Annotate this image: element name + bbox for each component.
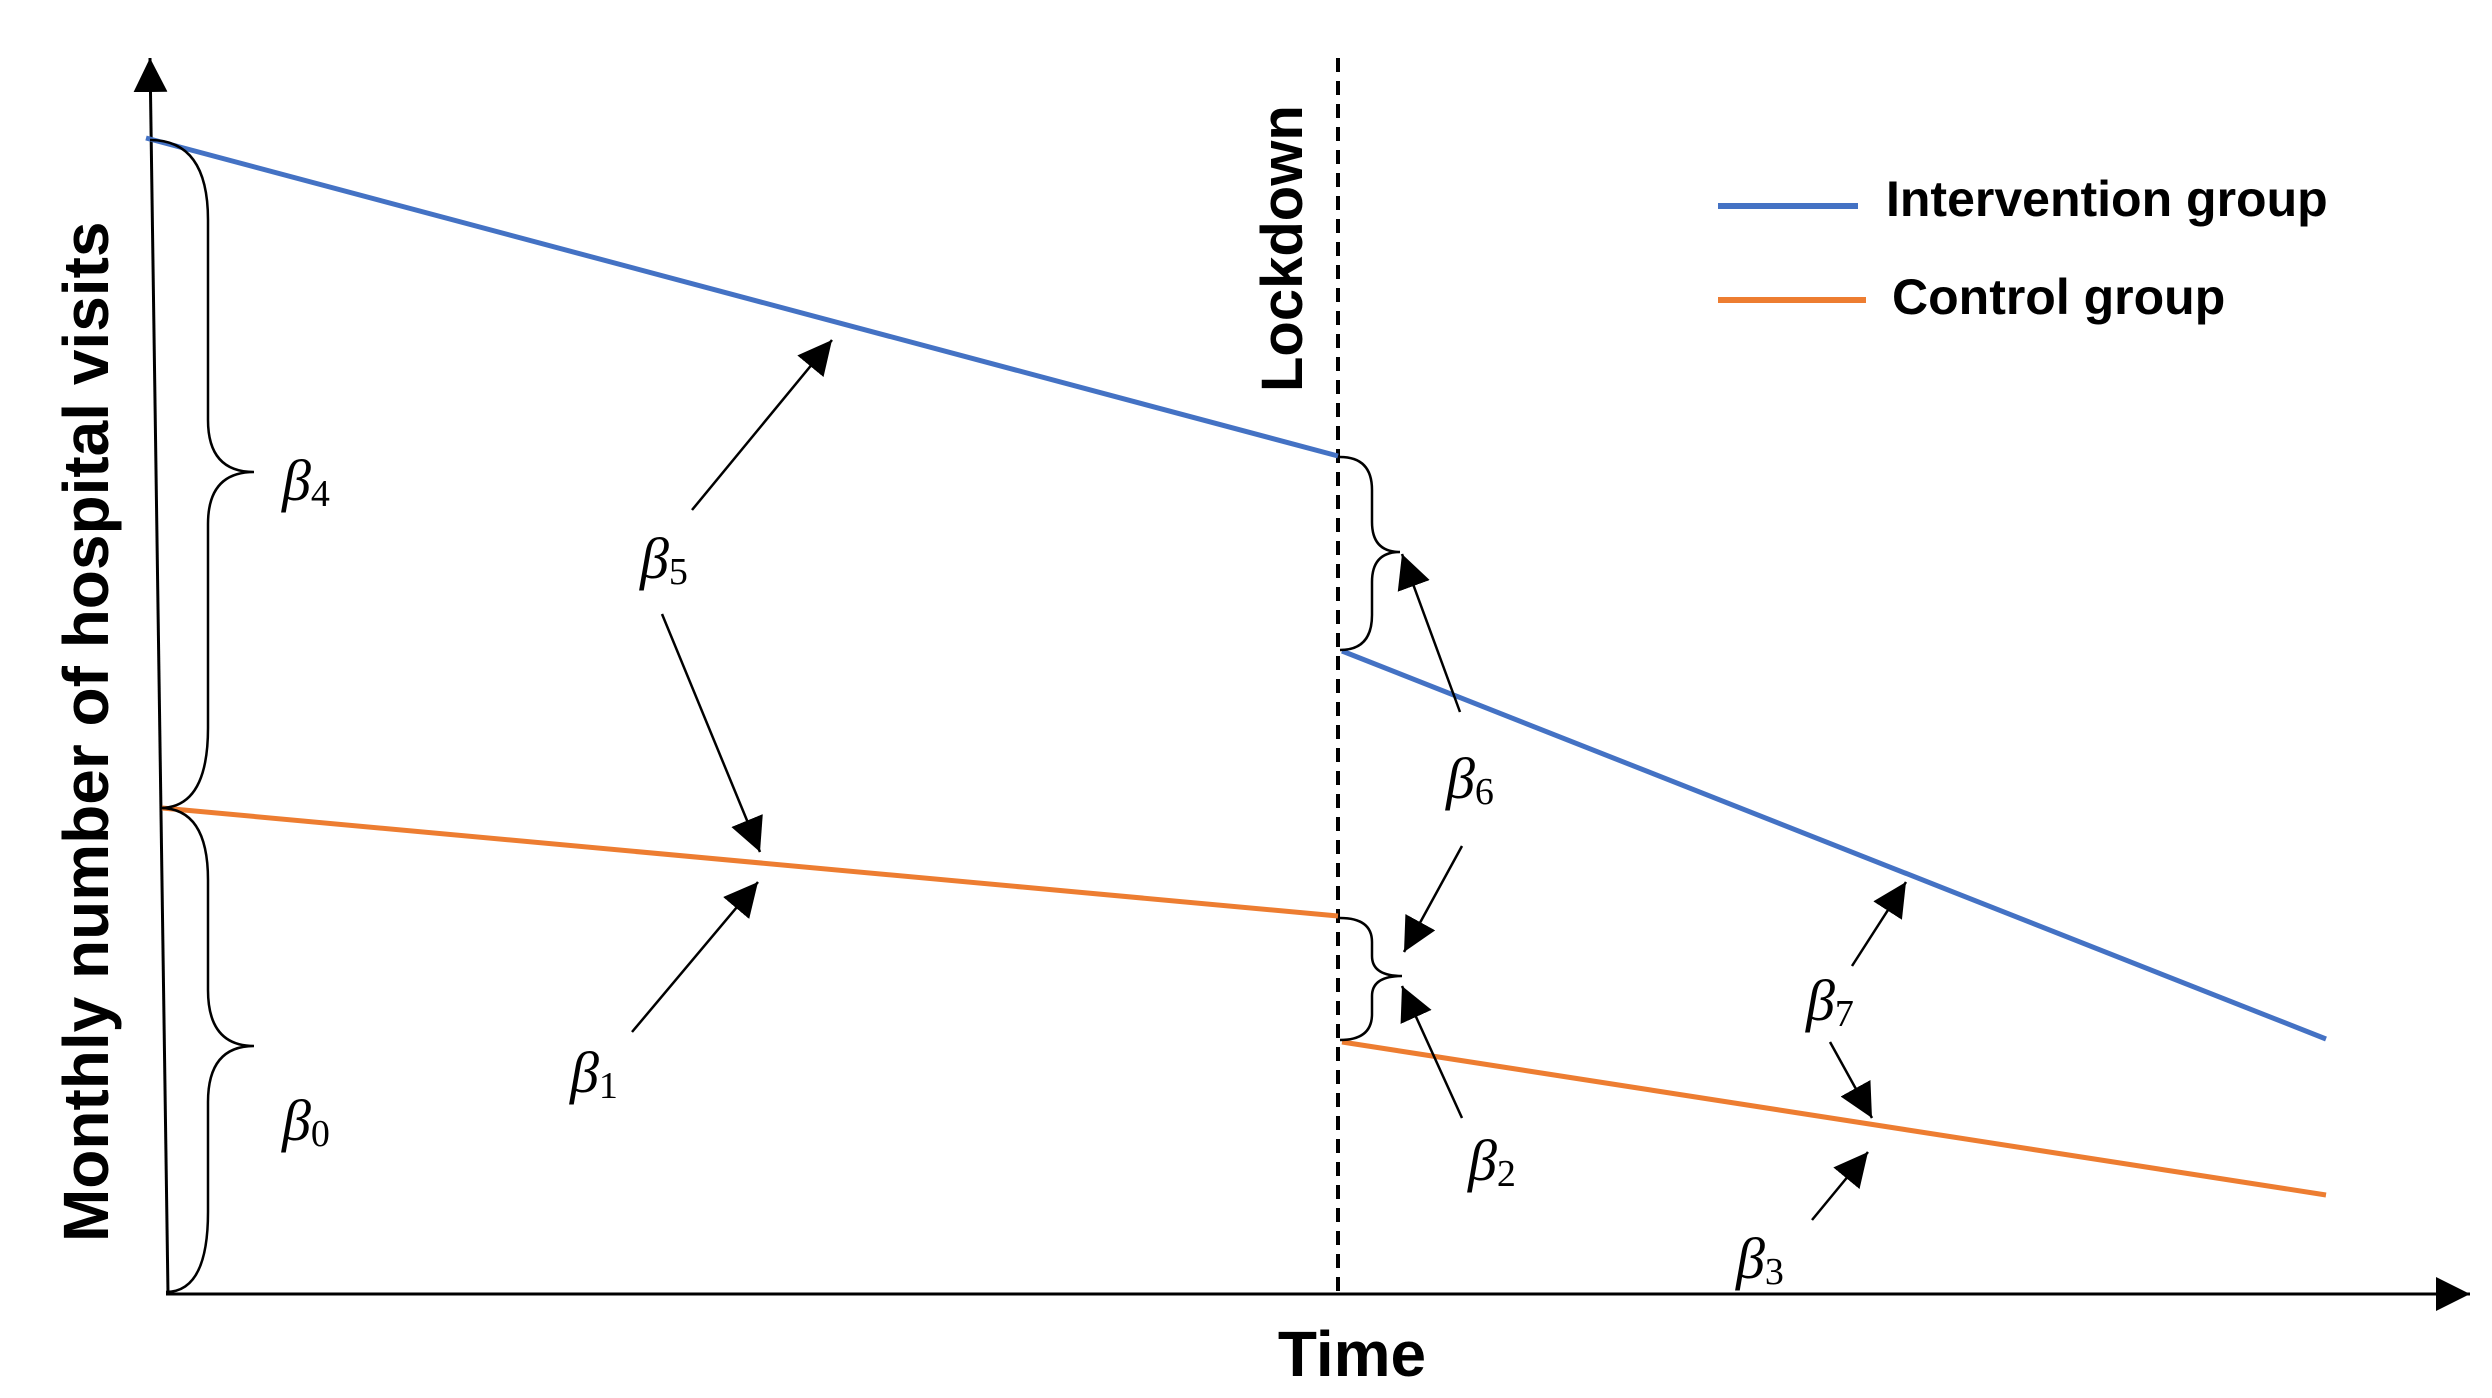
- label-beta5: β5: [639, 526, 688, 593]
- x-axis-title: Time: [1278, 1318, 1426, 1390]
- y-axis-title: Monthly number of hospital visits: [50, 222, 122, 1243]
- label-beta3: β3: [1735, 1226, 1784, 1293]
- label-beta2: β2: [1467, 1128, 1516, 1195]
- label-beta1: β1: [569, 1040, 618, 1107]
- intervention-pre-line: [145, 135, 1339, 459]
- arrow-beta2: [1400, 985, 1464, 1119]
- lockdown-label: Lockdown: [1250, 105, 1315, 392]
- brace-beta4: [149, 138, 255, 810]
- control-pre-line: [161, 805, 1339, 919]
- y-axis: [133, 57, 170, 1295]
- arrow-beta3: [1811, 1151, 1869, 1221]
- brace-beta2: [1339, 916, 1403, 1042]
- brace-beta6: [1339, 455, 1401, 652]
- label-beta4: β4: [281, 448, 330, 515]
- arrow-beta7-control: [1828, 1041, 1874, 1119]
- arrow-beta6-control: [1402, 845, 1464, 953]
- legend-control-label: Control group: [1892, 269, 2225, 325]
- legend-intervention-label: Intervention group: [1886, 171, 2328, 227]
- label-beta6: β6: [1445, 746, 1494, 813]
- brace-beta0: [159, 806, 255, 1294]
- arrow-beta7-intervention: [1850, 881, 1908, 967]
- arrow-beta5-control: [660, 613, 763, 853]
- intervention-post-line: [1341, 648, 2327, 1042]
- arrow-beta1: [631, 881, 759, 1033]
- label-beta7: β7: [1805, 968, 1854, 1035]
- control-post-line: [1341, 1039, 2327, 1198]
- label-beta0: β0: [281, 1088, 330, 1155]
- arrow-beta5-intervention: [691, 339, 833, 511]
- legend: Intervention group Control group: [1718, 171, 2328, 325]
- arrow-beta6-brace: [1397, 553, 1462, 713]
